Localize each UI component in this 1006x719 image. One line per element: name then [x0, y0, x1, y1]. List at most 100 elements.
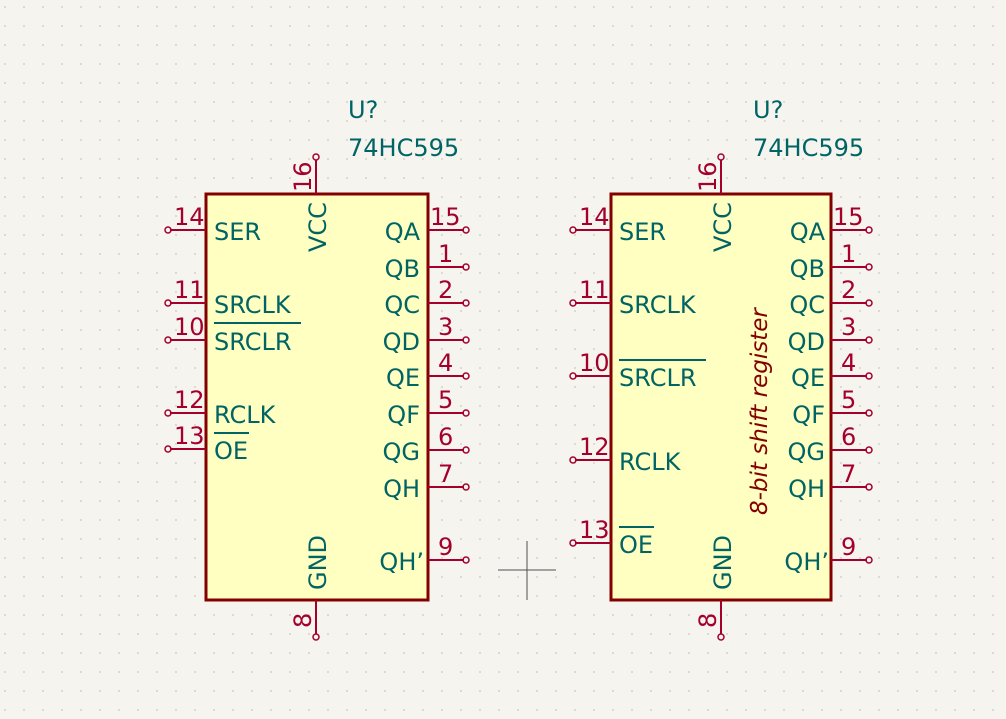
pin-label: SRCLK: [619, 291, 697, 319]
pin-number: 1: [841, 240, 856, 268]
ic-body[interactable]: [609, 192, 833, 602]
pin-qe[interactable]: 4 QE: [386, 349, 470, 392]
pin-number: 7: [841, 460, 856, 488]
pin-label: QE: [386, 364, 420, 392]
symbol-74hc595-left[interactable]: U? 74HC595 14 SER 11 SRCLK 10 SRCLR 12 R…: [164, 96, 470, 641]
pin-qf[interactable]: 5 QF: [387, 386, 470, 429]
pin-label: QG: [788, 438, 826, 466]
pin-label: GND: [304, 535, 332, 590]
pin-label: QC: [384, 291, 420, 319]
pin-label: RCLK: [214, 401, 277, 429]
pin-vcc[interactable]: 16 VCC: [289, 153, 332, 252]
pin-number: 5: [841, 386, 856, 414]
pin-number: 14: [174, 203, 205, 231]
pin-number: 11: [174, 276, 205, 304]
pin-number: 3: [438, 313, 453, 341]
pin-number: 8: [289, 613, 317, 628]
pin-qc[interactable]: 2 QC: [384, 276, 470, 319]
pin-label: SRCLK: [214, 291, 292, 319]
pin-qh[interactable]: 7 QH: [383, 460, 470, 503]
pin-number: 1: [438, 240, 453, 268]
pin-label: VCC: [304, 202, 332, 252]
part-value: 74HC595: [348, 134, 459, 162]
symbol-74hc595-right[interactable]: U? 74HC595 8-bit shift register 14 SER 1…: [569, 96, 873, 641]
pin-label: QH: [383, 475, 420, 503]
pin-srclr[interactable]: 10 SRCLR: [164, 313, 301, 356]
pin-qh[interactable]: 7 QH: [788, 460, 873, 503]
reference-designator: U?: [753, 96, 783, 124]
pin-number: 10: [579, 349, 610, 377]
pin-vcc[interactable]: 16 VCC: [694, 153, 737, 252]
pin-label: GND: [709, 535, 737, 590]
pin-qa[interactable]: 15 QA: [385, 203, 470, 246]
pin-number: 6: [841, 423, 856, 451]
pin-number: 4: [438, 349, 453, 377]
pin-gnd[interactable]: 8 GND: [694, 535, 737, 641]
pin-rclk[interactable]: 12 RCLK: [569, 433, 682, 476]
pin-label: QF: [792, 401, 825, 429]
pin-srclk[interactable]: 11 SRCLK: [164, 276, 292, 319]
pin-ser[interactable]: 14 SER: [164, 203, 261, 246]
pin-qe[interactable]: 4 QE: [791, 349, 873, 392]
pin-qd[interactable]: 3 QD: [788, 313, 873, 356]
pin-srclr[interactable]: 10 SRCLR: [569, 349, 706, 392]
pin-qh-prime[interactable]: 9 QH’: [784, 533, 873, 576]
pin-number: 7: [438, 460, 453, 488]
crosshair-cursor-icon: [498, 541, 556, 600]
pin-qb[interactable]: 1 QB: [385, 240, 470, 283]
pin-number: 5: [438, 386, 453, 414]
pin-number: 15: [833, 203, 864, 231]
pin-qf[interactable]: 5 QF: [792, 386, 873, 429]
pin-qg[interactable]: 6 QG: [383, 423, 470, 466]
pin-number: 10: [174, 313, 205, 341]
pin-label: QG: [383, 438, 421, 466]
pin-number: 3: [841, 313, 856, 341]
pin-ser[interactable]: 14 SER: [569, 203, 666, 246]
pin-number: 15: [430, 203, 461, 231]
pin-label: QC: [789, 291, 825, 319]
pin-number: 13: [579, 516, 610, 544]
pin-number: 2: [841, 276, 856, 304]
ic-body[interactable]: [204, 192, 430, 602]
pin-label: SER: [214, 218, 261, 246]
reference-designator: U?: [348, 96, 378, 124]
pin-qa[interactable]: 15 QA: [790, 203, 873, 246]
pin-label: QD: [383, 328, 420, 356]
pin-label: QH’: [379, 548, 424, 576]
pin-label: QD: [788, 328, 825, 356]
pin-label: OE: [619, 531, 653, 559]
pin-qg[interactable]: 6 QG: [788, 423, 873, 466]
pin-number: 6: [438, 423, 453, 451]
pin-label: SRCLR: [619, 364, 697, 392]
pin-label: QA: [385, 218, 421, 246]
pin-number: 16: [289, 161, 317, 192]
pin-label: QH’: [784, 548, 829, 576]
pin-oe[interactable]: 13 OE: [164, 422, 249, 465]
pin-number: 12: [174, 386, 205, 414]
pin-label: SRCLR: [214, 328, 292, 356]
pin-number: 2: [438, 276, 453, 304]
pin-label: OE: [214, 437, 248, 465]
pin-qb[interactable]: 1 QB: [790, 240, 873, 283]
symbol-description: 8-bit shift register: [747, 307, 773, 515]
pin-label: QA: [790, 218, 826, 246]
pin-label: QE: [791, 364, 825, 392]
pin-label: VCC: [709, 202, 737, 252]
pin-label: QF: [387, 401, 420, 429]
pin-number: 8: [694, 613, 722, 628]
pin-rclk[interactable]: 12 RCLK: [164, 386, 277, 429]
pin-oe[interactable]: 13 OE: [569, 516, 654, 559]
pin-number: 4: [841, 349, 856, 377]
pin-number: 13: [174, 422, 205, 450]
part-value: 74HC595: [753, 134, 864, 162]
pin-qc[interactable]: 2 QC: [789, 276, 873, 319]
pin-label: QB: [385, 255, 420, 283]
pin-gnd[interactable]: 8 GND: [289, 535, 332, 641]
pin-label: QB: [790, 255, 825, 283]
pin-number: 11: [579, 276, 610, 304]
pin-qd[interactable]: 3 QD: [383, 313, 470, 356]
pin-qh-prime[interactable]: 9 QH’: [379, 533, 470, 576]
pin-srclk[interactable]: 11 SRCLK: [569, 276, 697, 319]
